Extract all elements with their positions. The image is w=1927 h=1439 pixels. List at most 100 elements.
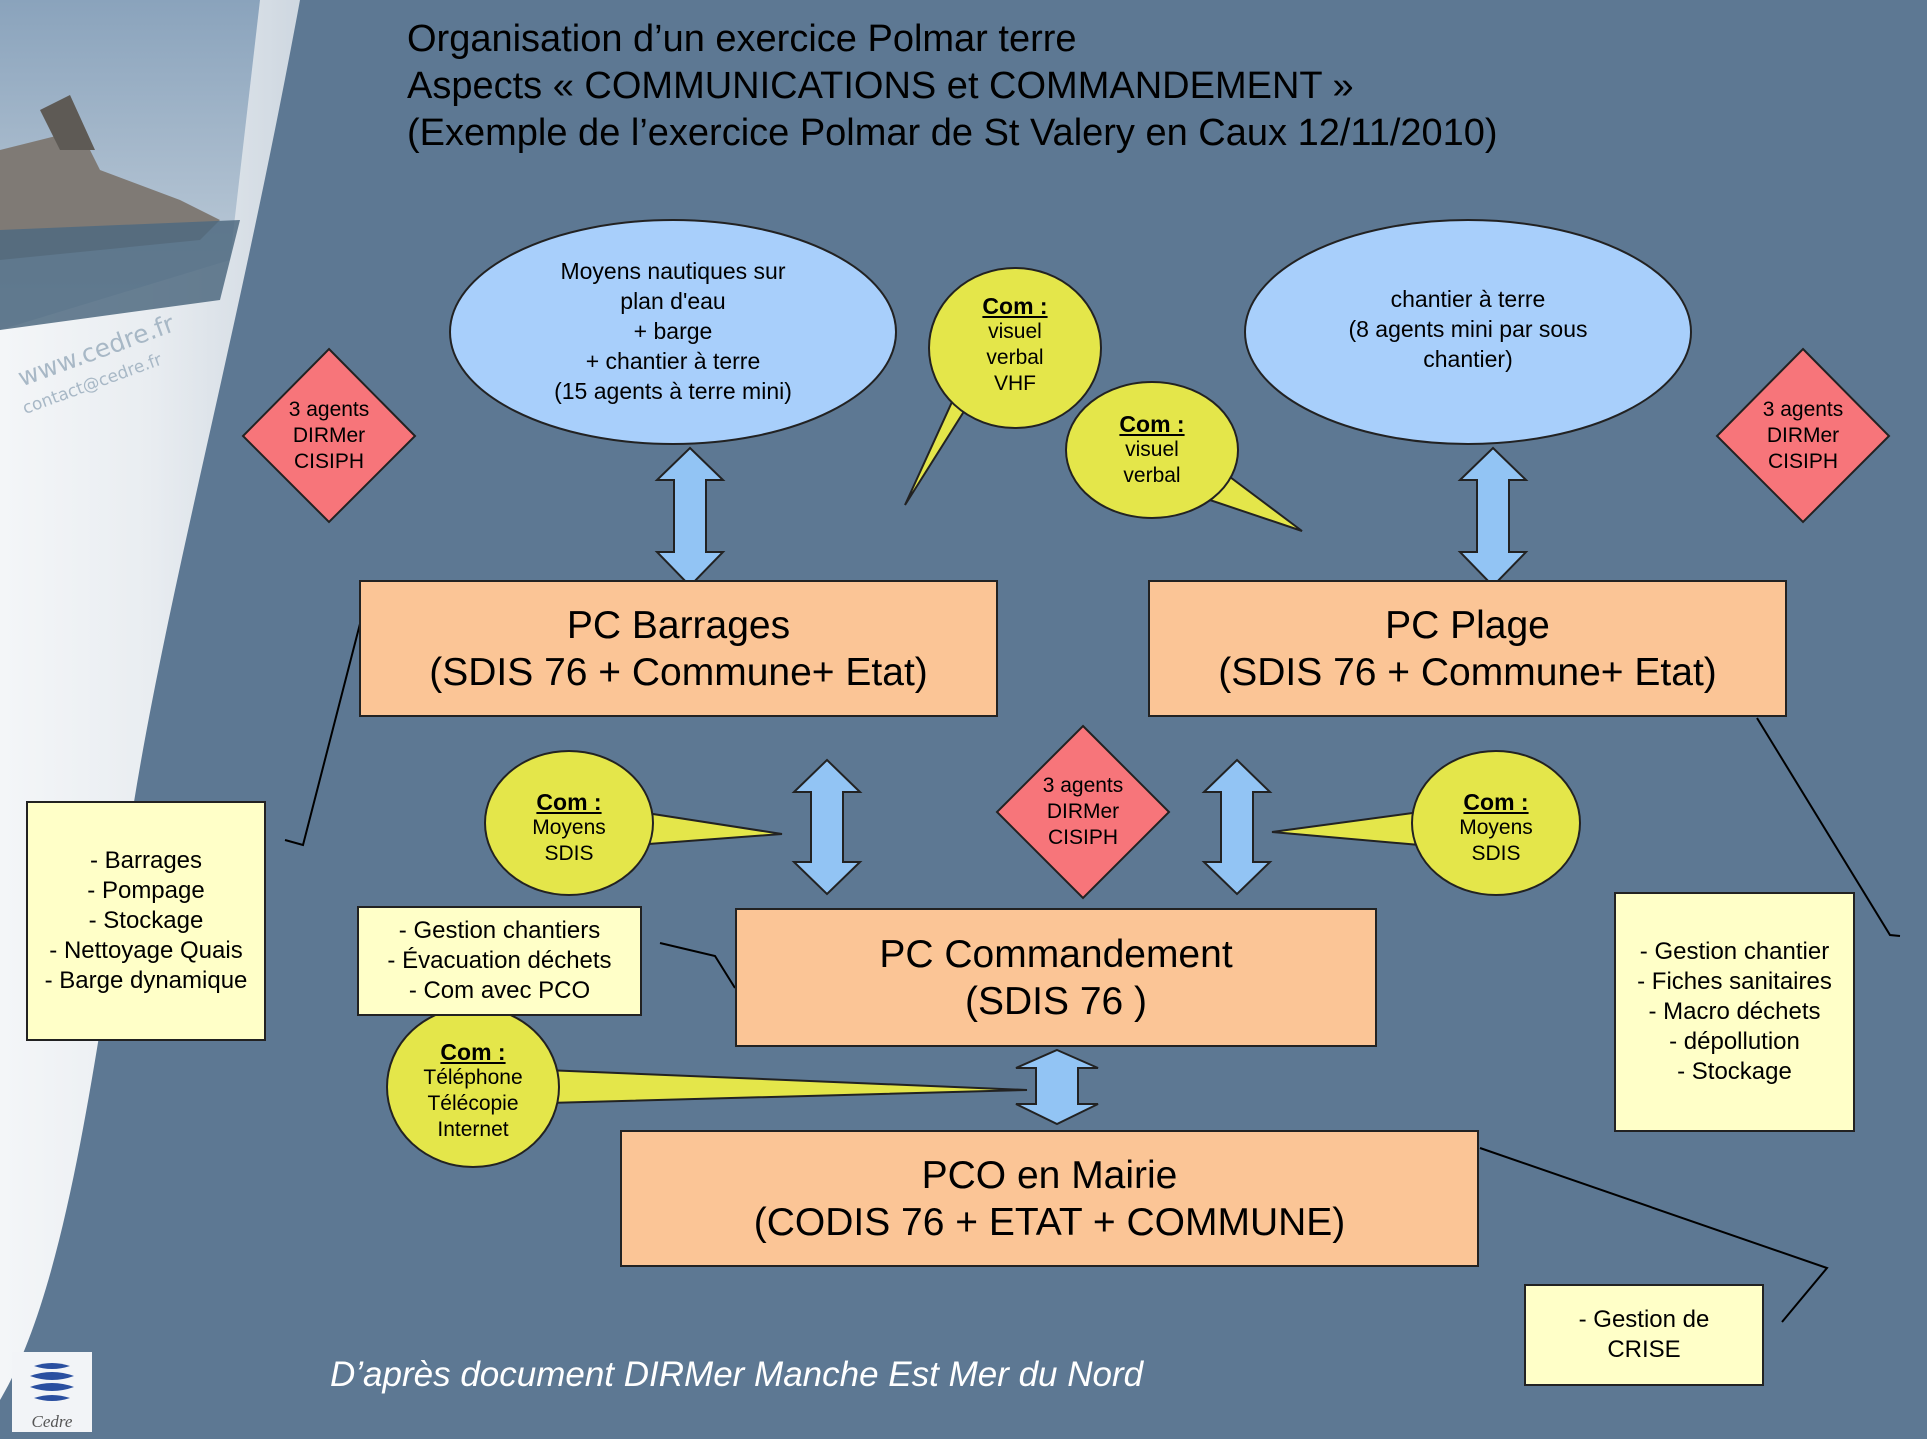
diamond-left-line: DIRMer bbox=[292, 424, 366, 447]
ship-bow bbox=[40, 95, 95, 150]
callout-heading: Com : bbox=[1463, 789, 1529, 815]
note-line: - Stockage bbox=[1677, 1058, 1792, 1085]
note-line: - Pompage bbox=[87, 877, 205, 904]
callout-bottom-label: Com : Téléphone Télécopie Internet bbox=[393, 1036, 553, 1146]
callout-heading: Com : bbox=[440, 1039, 506, 1065]
callout-line: verbal bbox=[986, 346, 1044, 369]
note-line: - Stockage bbox=[88, 907, 204, 934]
diamond-right-label: 3 agents DIRMer CISIPH bbox=[1733, 396, 1873, 476]
ellipse-left-line: Moyens nautiques sur bbox=[560, 258, 786, 284]
callout-line: SDIS bbox=[544, 842, 594, 865]
callout-line: VHF bbox=[994, 372, 1036, 395]
callout-line: Internet bbox=[437, 1118, 509, 1141]
diamond-left-line: 3 agents bbox=[288, 398, 370, 421]
connector-plage-note bbox=[1756, 717, 1901, 937]
arrow-commandement-pco bbox=[1015, 1048, 1099, 1126]
note-line: - Gestion chantiers bbox=[398, 917, 601, 944]
note-line: - Gestion de bbox=[1578, 1306, 1710, 1333]
ellipse-left-line: (15 agents à terre mini) bbox=[554, 378, 792, 404]
cedre-logo-icon bbox=[12, 1352, 92, 1432]
callout-bottom bbox=[386, 1006, 1028, 1168]
note-line: - Évacuation déchets bbox=[387, 947, 612, 974]
note-crise: - Gestion de CRISE bbox=[1524, 1284, 1764, 1386]
box-title: PC Commandement bbox=[879, 932, 1233, 976]
diamond-left-line: CISIPH bbox=[293, 450, 364, 473]
callout-line: Moyens bbox=[1459, 816, 1533, 839]
callout-top-left-label: Com : visuel verbal VHF bbox=[935, 290, 1095, 400]
ellipse-left-label: Moyens nautiques sur plan d'eau + barge … bbox=[470, 256, 876, 406]
note-line: - Barrages bbox=[89, 847, 203, 874]
callout-mid-right bbox=[1271, 750, 1581, 896]
note-line: - Nettoyage Quais bbox=[49, 937, 243, 964]
callout-heading: Com : bbox=[982, 293, 1048, 319]
callout-line: Téléphone bbox=[423, 1066, 523, 1089]
callout-top-right bbox=[1065, 381, 1303, 532]
ellipse-right-line: chantier à terre bbox=[1390, 286, 1546, 312]
diamond-left-label: 3 agents DIRMer CISIPH bbox=[259, 396, 399, 476]
callout-line: Télécopie bbox=[427, 1092, 519, 1115]
box-title: PC Plage bbox=[1385, 603, 1550, 647]
title-line-2: Aspects « COMMUNICATIONS et COMMANDEMENT… bbox=[407, 65, 1354, 107]
ellipse-right-line: (8 agents mini par sous bbox=[1348, 316, 1588, 342]
callout-mid-left bbox=[484, 750, 783, 896]
diamond-center bbox=[995, 724, 1171, 900]
diamond-right-line: DIRMer bbox=[1766, 424, 1840, 447]
box-pco-mairie: PCO en Mairie (CODIS 76 + ETAT + COMMUNE… bbox=[620, 1130, 1479, 1267]
diamond-center-label: 3 agents DIRMer CISIPH bbox=[1013, 772, 1153, 852]
title-line-1: Organisation d’un exercice Polmar terre bbox=[407, 18, 1077, 60]
ellipse-right-line: chantier) bbox=[1423, 346, 1513, 372]
note-line: - Com avec PCO bbox=[408, 977, 591, 1004]
connector-commandement-note bbox=[659, 942, 736, 989]
arrow-plage-commandement bbox=[1201, 758, 1273, 896]
arrow-ellipse-plage bbox=[1457, 446, 1529, 588]
box-subtitle: (CODIS 76 + ETAT + COMMUNE) bbox=[753, 1200, 1346, 1244]
diamond-right-line: CISIPH bbox=[1767, 450, 1838, 473]
callout-top-left bbox=[904, 267, 1102, 506]
note-line: - Gestion chantier bbox=[1639, 938, 1830, 965]
photo-sea bbox=[0, 220, 240, 330]
box-subtitle: (SDIS 76 ) bbox=[964, 979, 1148, 1023]
note-line: - Macro déchets bbox=[1648, 998, 1821, 1025]
diamond-right-line: 3 agents bbox=[1762, 398, 1844, 421]
connector-crise-note bbox=[1479, 1147, 1829, 1323]
box-title: PCO en Mairie bbox=[921, 1153, 1178, 1197]
note-plage: - Gestion chantier - Fiches sanitaires -… bbox=[1614, 892, 1855, 1132]
callout-line: Moyens bbox=[532, 816, 606, 839]
callout-line: SDIS bbox=[1471, 842, 1521, 865]
box-subtitle: (SDIS 76 + Commune+ Etat) bbox=[1218, 650, 1717, 694]
box-subtitle: (SDIS 76 + Commune+ Etat) bbox=[429, 650, 928, 694]
logo-text: Cedre bbox=[31, 1412, 73, 1431]
callout-heading: Com : bbox=[1119, 411, 1185, 437]
callout-mid-left-label: Com : Moyens SDIS bbox=[489, 786, 649, 870]
box-pc-barrages: PC Barrages (SDIS 76 + Commune+ Etat) bbox=[359, 580, 998, 717]
title-line-3: (Exemple de l’exercice Polmar de St Vale… bbox=[407, 112, 1498, 154]
note-line: - Fiches sanitaires bbox=[1637, 968, 1832, 995]
diamond-center-line: 3 agents bbox=[1042, 774, 1124, 797]
box-title: PC Barrages bbox=[566, 603, 791, 647]
callout-line: visuel bbox=[988, 320, 1042, 343]
diamond-center-line: DIRMer bbox=[1046, 800, 1120, 823]
ellipse-right-label: chantier à terre (8 agents mini par sous… bbox=[1265, 284, 1671, 374]
diamond-left bbox=[241, 347, 417, 524]
note-barrages: - Barrages - Pompage - Stockage - Nettoy… bbox=[26, 801, 266, 1041]
note-line: - Barge dynamique bbox=[44, 967, 248, 994]
callout-heading: Com : bbox=[536, 789, 602, 815]
callout-line: verbal bbox=[1123, 464, 1181, 487]
note-commandement: - Gestion chantiers - Évacuation déchets… bbox=[357, 906, 642, 1016]
diamond-center-line: CISIPH bbox=[1047, 826, 1118, 849]
connector-barrages-note bbox=[284, 615, 363, 847]
callout-mid-right-label: Com : Moyens SDIS bbox=[1416, 786, 1576, 870]
ellipse-moyens-nautiques bbox=[449, 219, 897, 445]
arrow-ellipse-barrages bbox=[654, 446, 726, 588]
box-pc-plage: PC Plage (SDIS 76 + Commune+ Etat) bbox=[1148, 580, 1787, 717]
shipwreck-photo bbox=[0, 0, 260, 330]
cedre-logo: Cedre bbox=[12, 1352, 92, 1432]
callout-line: visuel bbox=[1125, 438, 1179, 461]
note-line: - dépollution bbox=[1669, 1028, 1800, 1055]
arrow-barrages-commandement bbox=[791, 758, 863, 896]
ellipse-left-line: + barge bbox=[633, 318, 713, 344]
ellipse-left-line: + chantier à terre bbox=[585, 348, 761, 374]
note-line: CRISE bbox=[1607, 1336, 1681, 1363]
